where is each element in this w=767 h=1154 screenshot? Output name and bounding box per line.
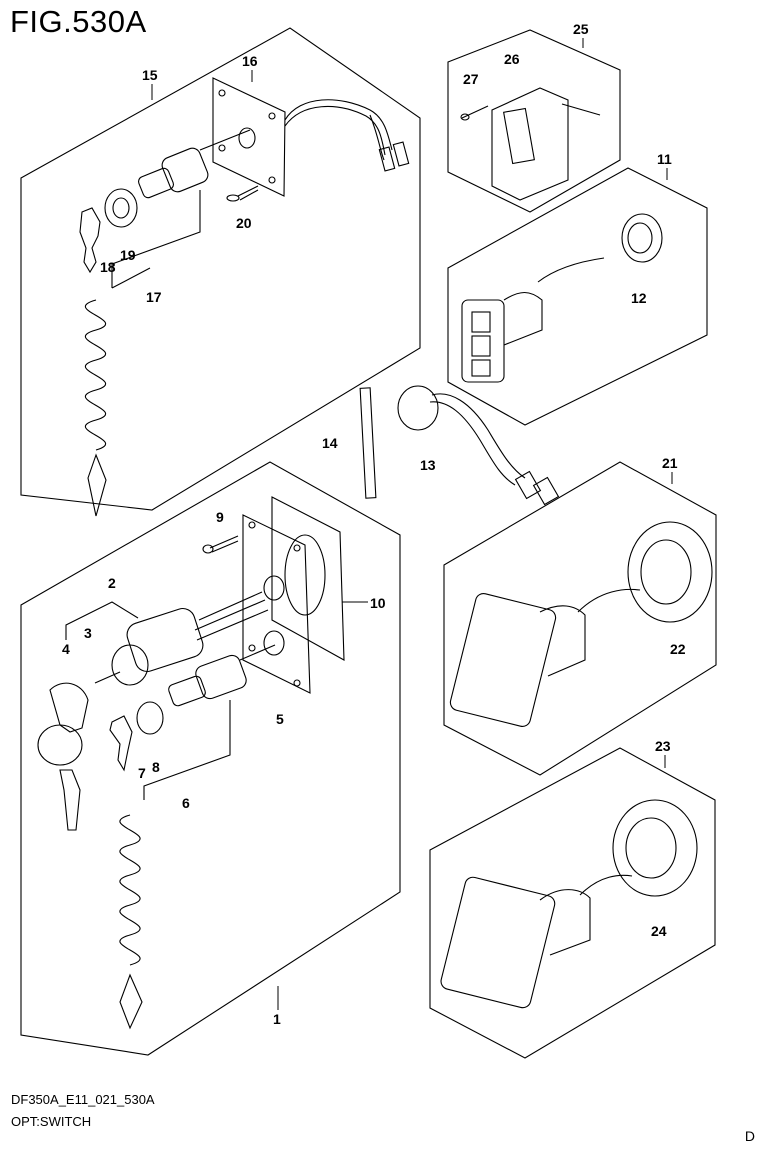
callout-15: 15 [142, 67, 158, 83]
callout-11: 11 [657, 151, 672, 167]
callout-26: 26 [504, 51, 520, 67]
callout-21: 21 [662, 455, 678, 471]
callout-25: 25 [573, 21, 589, 37]
kill-switch-6 [136, 644, 276, 735]
ring-24 [612, 799, 698, 897]
ring-12 [621, 213, 663, 263]
keypad-21 [449, 593, 557, 727]
callout-20: 20 [236, 215, 252, 231]
callout-5: 5 [276, 711, 284, 727]
lanyard-clip-7 [109, 715, 143, 1030]
callout-23: 23 [655, 738, 671, 754]
footer-code: DF350A_E11_021_530A [11, 1092, 155, 1107]
nut-19 [104, 188, 138, 228]
group-23-keypad [429, 747, 716, 1059]
tie-strap-14 [359, 387, 377, 499]
callouts: 15 16 17 18 19 20 25 26 27 11 12 14 13 2… [62, 21, 686, 1027]
screw-20 [226, 185, 259, 202]
nut-8 [136, 701, 164, 735]
callout-18: 18 [100, 259, 116, 275]
callout-3: 3 [84, 625, 92, 641]
callout-27: 27 [463, 71, 479, 87]
callout-4: 4 [62, 641, 70, 657]
callout-12: 12 [631, 290, 647, 306]
group-25-rocker-switch [447, 29, 621, 213]
rocker-switch-26 [491, 87, 569, 201]
panel-11 [461, 299, 505, 383]
key-4 [37, 671, 121, 831]
callout-24: 24 [651, 923, 667, 939]
ignition-switch-2 [111, 591, 269, 686]
mounting-plate-16 [212, 77, 286, 197]
callout-17: 17 [146, 289, 162, 305]
callout-22: 22 [670, 641, 686, 657]
plate-5 [242, 514, 311, 694]
page-marker: D [744, 1128, 755, 1144]
panel-10 [271, 496, 345, 661]
callout-16: 16 [242, 53, 258, 69]
group-11-switch-panel [447, 167, 708, 426]
callout-10: 10 [370, 595, 386, 611]
callout-19: 19 [120, 247, 136, 263]
group-15-kill-switch [20, 27, 421, 517]
leader-lines [151, 38, 673, 1010]
figure-title: FIG.530A [10, 4, 147, 39]
callout-6: 6 [182, 795, 190, 811]
callout-13: 13 [420, 457, 436, 473]
lanyard-clip [79, 207, 107, 517]
screw-9 [209, 535, 239, 553]
callout-1: 1 [273, 1011, 281, 1027]
group-21-keypad [443, 461, 717, 776]
group-1-main-switch [20, 461, 401, 1056]
kill-switch-body [138, 129, 251, 199]
callout-14: 14 [322, 435, 338, 451]
callout-9: 9 [216, 509, 224, 525]
ring-22 [627, 521, 713, 623]
screw-27 [461, 105, 489, 119]
keypad-23 [440, 876, 556, 1009]
harness-13 [397, 385, 560, 506]
callout-7: 7 [138, 765, 146, 781]
footer-name: OPT:SWITCH [11, 1114, 92, 1129]
callout-2: 2 [108, 575, 116, 591]
callout-8: 8 [152, 759, 160, 775]
